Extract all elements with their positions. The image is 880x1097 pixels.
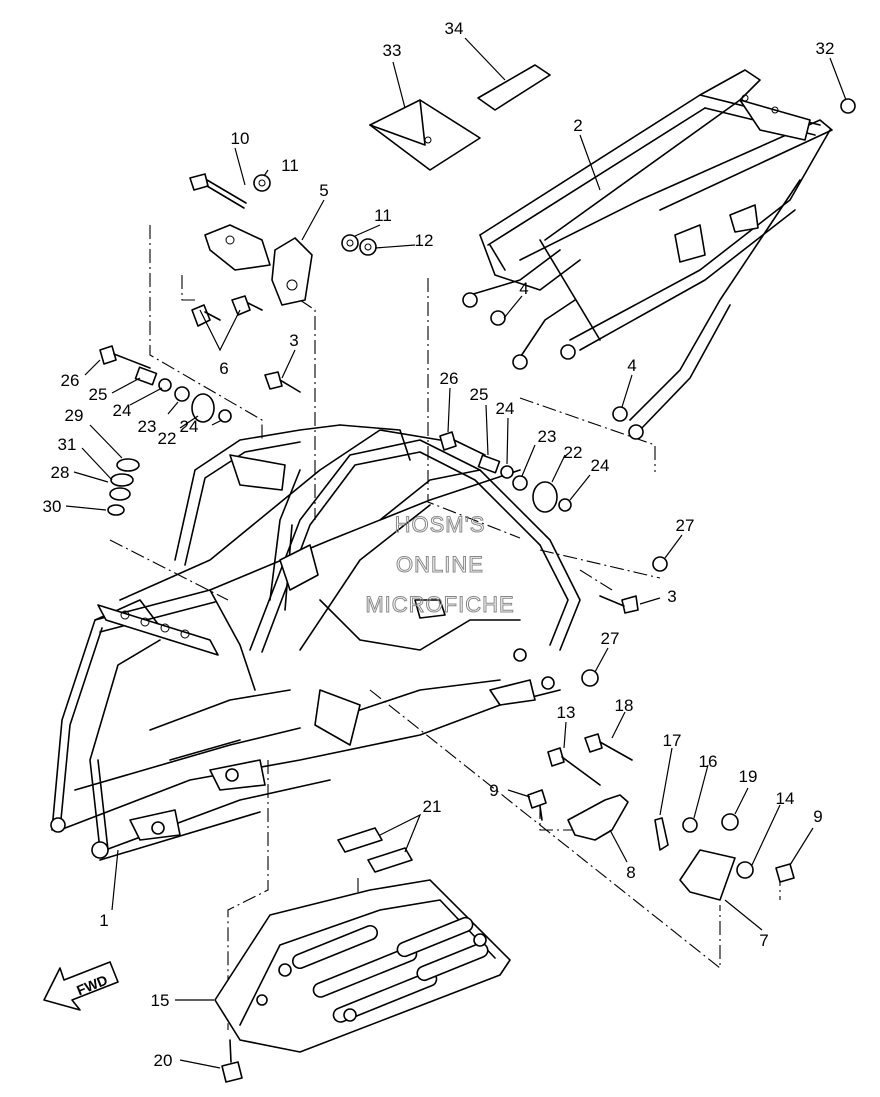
callout-16: 16 — [699, 752, 718, 771]
callout-26: 26 — [440, 369, 459, 388]
callout-32: 32 — [816, 39, 835, 58]
callout-7: 7 — [759, 931, 768, 950]
callout-8: 8 — [626, 863, 635, 882]
callout-14: 14 — [776, 789, 795, 808]
callout-34: 34 — [445, 19, 464, 38]
callout-24: 24 — [113, 401, 132, 420]
callout-33: 33 — [383, 41, 402, 60]
callout-15: 15 — [151, 991, 170, 1010]
reference-lines — [109, 225, 781, 1030]
callout-9: 9 — [813, 807, 822, 826]
fwd-arrow-icon: FWD — [43, 961, 119, 1011]
callout-17: 17 — [663, 731, 682, 750]
callout-23: 23 — [538, 427, 557, 446]
callout-18: 18 — [615, 696, 634, 715]
callout-4: 4 — [627, 356, 636, 375]
callout-10: 10 — [231, 129, 250, 148]
callout-3: 3 — [289, 331, 298, 350]
callout-22: 22 — [564, 443, 583, 462]
callout-21: 21 — [423, 797, 442, 816]
callout-11: 11 — [281, 156, 299, 175]
watermark-line-2: ONLINE — [396, 552, 484, 577]
callout-13: 13 — [557, 703, 576, 722]
watermark: HOSM'S ONLINE MICROFICHE — [365, 512, 514, 618]
watermark-line-3: MICROFICHE — [365, 592, 514, 617]
rear-subframe — [462, 69, 833, 440]
callout-6: 6 — [219, 359, 228, 378]
callout-22: 22 — [158, 429, 177, 448]
callout-29: 29 — [65, 406, 84, 425]
callout-28: 28 — [51, 463, 70, 482]
leader-lines — [65, 37, 847, 1069]
callout-20: 20 — [154, 1051, 173, 1070]
small-parts — [99, 64, 856, 1083]
callout-19: 19 — [739, 767, 758, 786]
callout-9: 9 — [489, 781, 498, 800]
callout-27: 27 — [601, 629, 620, 648]
callout-12: 12 — [415, 231, 434, 250]
callout-26: 26 — [61, 371, 80, 390]
callout-5: 5 — [319, 181, 328, 200]
callout-31: 31 — [58, 435, 77, 454]
callout-1: 1 — [99, 911, 108, 930]
skid-plate — [214, 879, 511, 1053]
callout-25: 25 — [89, 385, 108, 404]
watermark-line-1: HOSM'S — [395, 512, 486, 537]
callout-11: 11 — [374, 206, 392, 225]
main-frame — [50, 424, 581, 861]
callout-24: 24 — [180, 417, 199, 436]
callout-23: 23 — [138, 417, 157, 436]
callout-25: 25 — [470, 385, 489, 404]
callout-2: 2 — [573, 116, 582, 135]
callout-4: 4 — [519, 279, 528, 298]
callout-27: 27 — [676, 516, 695, 535]
callout-3: 3 — [667, 587, 676, 606]
callout-24: 24 — [496, 399, 515, 418]
callout-labels: 1 2 3 3 4 4 5 6 7 8 9 9 10 11 11 12 13 1… — [43, 19, 835, 1070]
callout-24: 24 — [591, 456, 610, 475]
callout-30: 30 — [43, 497, 62, 516]
